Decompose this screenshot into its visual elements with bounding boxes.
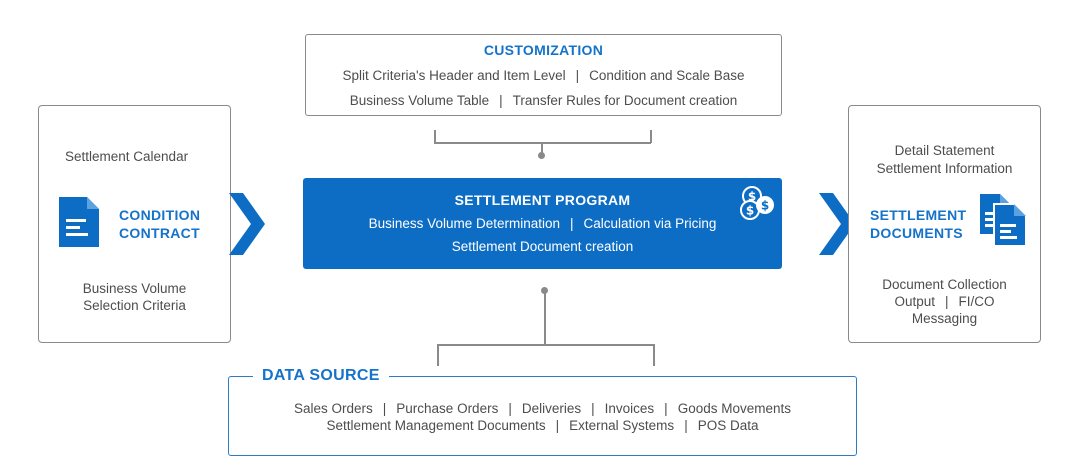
detail-statement-text: Detail Statement Settlement Information [849, 142, 1040, 178]
data-source-item: Purchase Orders [396, 401, 499, 416]
svg-text:$: $ [746, 204, 754, 218]
data-source-item: Sales Orders [293, 401, 373, 416]
settlement-documents-title: SETTLEMENT DOCUMENTS [870, 206, 966, 242]
data-source-item: Deliveries [521, 401, 582, 416]
separator: | [664, 401, 668, 416]
document-collection-text: Document Collection Output | FI/CO Messagi… [849, 276, 1040, 327]
data-source-item: Goods Movements [677, 401, 791, 416]
customization-item: Business Volume Table [349, 93, 490, 108]
program-item: Business Volume Determination [368, 216, 561, 231]
connector-line [434, 130, 436, 143]
separator: | [555, 418, 560, 433]
text-line: Messaging [911, 311, 978, 326]
business-volume-text: Business Volume Selection Criteria [39, 280, 230, 314]
text-line: Detail Statement [894, 143, 995, 158]
svg-text:$: $ [761, 199, 769, 213]
text-line: Business Volume [82, 281, 187, 296]
customization-item: Transfer Rules for Document creation [512, 93, 738, 108]
connector-line [650, 130, 652, 143]
text-line: Selection Criteria [83, 298, 186, 313]
connector-line [437, 344, 654, 346]
program-item: Calculation via Pricing [583, 216, 717, 231]
data-source-title: DATA SOURCE [253, 367, 389, 385]
data-source-box: DATA SOURCE Sales Orders | Purchase Orders… [228, 367, 857, 456]
output-item: Output [894, 294, 935, 309]
separator: | [591, 401, 595, 416]
separator: | [382, 401, 387, 416]
condition-contract-title: CONDITION CONTRACT [119, 206, 200, 242]
title-line: DOCUMENTS [870, 225, 963, 241]
chevron-right-icon [819, 193, 855, 255]
svg-text:$: $ [748, 190, 756, 204]
title-line: CONTRACT [119, 225, 200, 241]
separator: | [499, 93, 503, 108]
customization-line-2: Business Volume Table | Transfer Rules for… [306, 93, 781, 108]
output-item: FI/CO [958, 294, 995, 309]
customization-title: CUSTOMIZATION [483, 42, 604, 58]
text-line: Output | FI/CO [849, 293, 1040, 310]
customization-item: Split Criteria's Header and Item Level [342, 68, 566, 83]
data-source-item: Settlement Management Documents [326, 418, 546, 433]
customization-box: CUSTOMIZATION Split Criteria's Header an… [305, 34, 782, 116]
connector-dot [538, 152, 545, 159]
connector-line [434, 142, 651, 144]
connector-line [437, 344, 439, 366]
data-source-item: Invoices [604, 401, 655, 416]
separator: | [684, 418, 688, 433]
settlement-program-title: SETTLEMENT PROGRAM [454, 192, 631, 208]
customization-line-1: Split Criteria's Header and Item Level | C… [306, 68, 781, 83]
settlement-program-line-2: Settlement Document creation [451, 239, 634, 254]
separator: | [575, 68, 580, 83]
separator: | [508, 401, 512, 416]
connector-line [653, 344, 655, 366]
customization-item: Condition and Scale Base [589, 68, 745, 83]
data-source-item: External Systems [569, 418, 675, 433]
data-source-item: POS Data [697, 418, 759, 433]
data-source-line-2: Settlement Management Documents | External… [229, 418, 856, 433]
connector-line [544, 290, 546, 345]
document-icon [59, 197, 99, 247]
text-line: Settlement Information [876, 161, 1013, 176]
settlement-calendar-text: Settlement Calendar [65, 149, 189, 164]
text-line: Document Collection [882, 277, 1007, 292]
settlement-program-box: SETTLEMENT PROGRAM Business Volume Deter… [303, 178, 782, 269]
documents-stack-icon [980, 194, 1027, 247]
coins-icon: $ $ $ [740, 186, 774, 220]
chevron-right-icon [229, 193, 265, 255]
settlement-program-line-1: Business Volume Determination | Calculatio… [303, 216, 782, 231]
title-line: SETTLEMENT [870, 207, 967, 223]
condition-contract-box: Settlement Calendar Business Volume Sele… [38, 105, 231, 343]
data-source-line-1: Sales Orders | Purchase Orders | Deliveries |… [229, 401, 856, 416]
separator: | [570, 216, 574, 231]
separator: | [945, 294, 949, 309]
connector-line [541, 142, 543, 156]
title-line: CONDITION [119, 207, 201, 223]
